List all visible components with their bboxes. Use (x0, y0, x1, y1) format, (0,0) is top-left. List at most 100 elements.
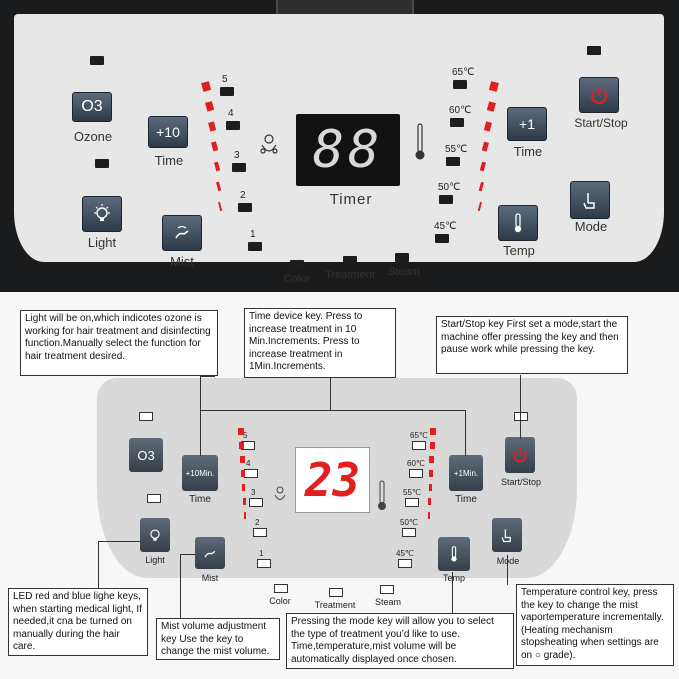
diagram-level-number: 3 (251, 488, 256, 497)
diagram-plus1-time-label: Time (455, 494, 477, 505)
diagram-timer-digits: 23 (304, 453, 361, 507)
diagram-level-number: 5 (243, 431, 248, 440)
diagram-ozone-button[interactable]: O3 (129, 438, 163, 472)
connector-line (180, 554, 181, 618)
right-level-bar-icon (477, 81, 499, 212)
diagram-plus10-time-label: Time (189, 494, 211, 505)
diagram-temperature-led (398, 559, 412, 568)
diagram-mode-label: Mode (490, 556, 526, 566)
diagram-mist-icon (204, 550, 216, 558)
diagram-level-number: 2 (255, 518, 260, 527)
diagram-temp-button[interactable] (438, 537, 470, 571)
plus-10-label: +10 (156, 124, 180, 140)
temperature-led (439, 195, 453, 204)
diagram-temperature-led (405, 498, 419, 507)
diagram-right-bar-icon (428, 428, 436, 519)
diagram-thermometer-icon (378, 480, 386, 510)
temperature-value: 55℃ (445, 144, 468, 155)
mist-hand-icon (175, 225, 189, 239)
start-stop-callout: Start/Stop key First set a mode,start th… (436, 316, 628, 374)
diagram-light-button[interactable] (140, 518, 170, 552)
light-button[interactable] (82, 196, 122, 232)
diagram-level-number: 4 (246, 459, 251, 468)
diagram-power-icon (513, 448, 527, 463)
plus-1-time-button[interactable]: +1 (507, 107, 547, 141)
diagram-plus10-label: +10Min. (185, 468, 215, 478)
diagram-start-stop-button[interactable] (505, 437, 535, 473)
timer-display: 88 (296, 114, 400, 186)
diagram-temperature-led (409, 469, 423, 478)
timer-digits: 88 (312, 120, 384, 180)
mode-button[interactable] (570, 181, 610, 219)
level-number: 5 (222, 74, 228, 85)
temperature-led (450, 118, 464, 127)
temperature-value: 45℃ (434, 221, 457, 232)
diagram-temperature-value: 50℃ (400, 518, 418, 527)
diagram-temp-label: Temp (442, 573, 465, 583)
time-callout: Time device key. Press to increase treat… (244, 308, 396, 378)
diagram-hand-icon (501, 529, 511, 543)
thermometer-key-icon (514, 213, 522, 233)
diagram-sparkle-icon (274, 486, 286, 500)
mist-button[interactable] (162, 215, 202, 251)
thermometer-icon (415, 123, 425, 160)
timer-label: Timer (329, 191, 373, 208)
temperature-led (435, 234, 449, 243)
mode-name: Treatment (325, 269, 375, 281)
diagram-left-bar-icon (238, 428, 246, 519)
mode-led (395, 253, 409, 262)
connector-line (330, 378, 331, 410)
start-stop-label: Start/Stop (574, 116, 628, 130)
light-label: Light (87, 235, 117, 250)
diagram-timer-display: 23 (295, 447, 370, 513)
diagram-level-number: 1 (259, 549, 264, 558)
diagram-mist-button[interactable] (195, 537, 225, 569)
diagram-level-led (253, 528, 267, 537)
level-led (232, 163, 246, 172)
connector-line (200, 410, 465, 411)
diagram-light-led (147, 494, 161, 503)
temp-button[interactable] (498, 205, 538, 241)
temperature-led (446, 157, 460, 166)
temperature-value: 50℃ (438, 182, 461, 193)
diagram-thermo-key-icon (451, 546, 457, 562)
ozone-indicator-led (90, 56, 104, 65)
diagram-plus1-button[interactable]: +1Min. (449, 455, 483, 491)
diagram-ozone-led (139, 412, 153, 421)
diagram-start-stop-label: Start/Stop (500, 477, 542, 487)
connector-line (520, 375, 521, 439)
level-led (226, 121, 240, 130)
diagram-mode-led (380, 585, 394, 594)
level-led (248, 242, 262, 251)
diagram-temperature-value: 55℃ (403, 488, 421, 497)
ozone-label: Ozone (73, 129, 113, 144)
diagram-temperature-value: 65℃ (410, 431, 428, 440)
diagram-mode-name: Steam (374, 597, 401, 607)
level-number: 2 (240, 190, 246, 201)
plus-10-time-button[interactable]: +10 (148, 116, 188, 148)
bulb-icon (94, 204, 110, 221)
start-stop-button[interactable] (579, 77, 619, 113)
temperature-value: 60℃ (449, 105, 472, 116)
mist-callout: Mist volume adjustment key Use the key t… (156, 618, 280, 660)
diagram-start-led (514, 412, 528, 421)
diagram-mist-label: Mist (201, 573, 219, 583)
temperature-value: 65℃ (452, 67, 475, 78)
level-number: 3 (234, 150, 240, 161)
diagram-level-led (249, 498, 263, 507)
left-level-bar-icon (201, 81, 223, 212)
mode-callout: Pressing the mode key will allow you to … (286, 613, 514, 669)
diagram-mode-button[interactable] (492, 518, 522, 552)
ozone-button[interactable]: O3 (72, 92, 112, 122)
led-callout: LED red and blue lighe keys, when starti… (8, 588, 148, 656)
mode-led (290, 260, 304, 269)
diagram-temperature-led (412, 441, 426, 450)
diagram-temperature-value: 60℃ (407, 459, 425, 468)
mode-name: Color (283, 273, 311, 285)
connector-line (180, 554, 195, 555)
diagram-temperature-value: 45℃ (396, 549, 414, 558)
temp-callout: Temperature control key, press the key t… (516, 584, 674, 666)
diagram-plus10-button[interactable]: +10Min. (182, 455, 218, 491)
ozone-button-label: O3 (81, 98, 103, 115)
